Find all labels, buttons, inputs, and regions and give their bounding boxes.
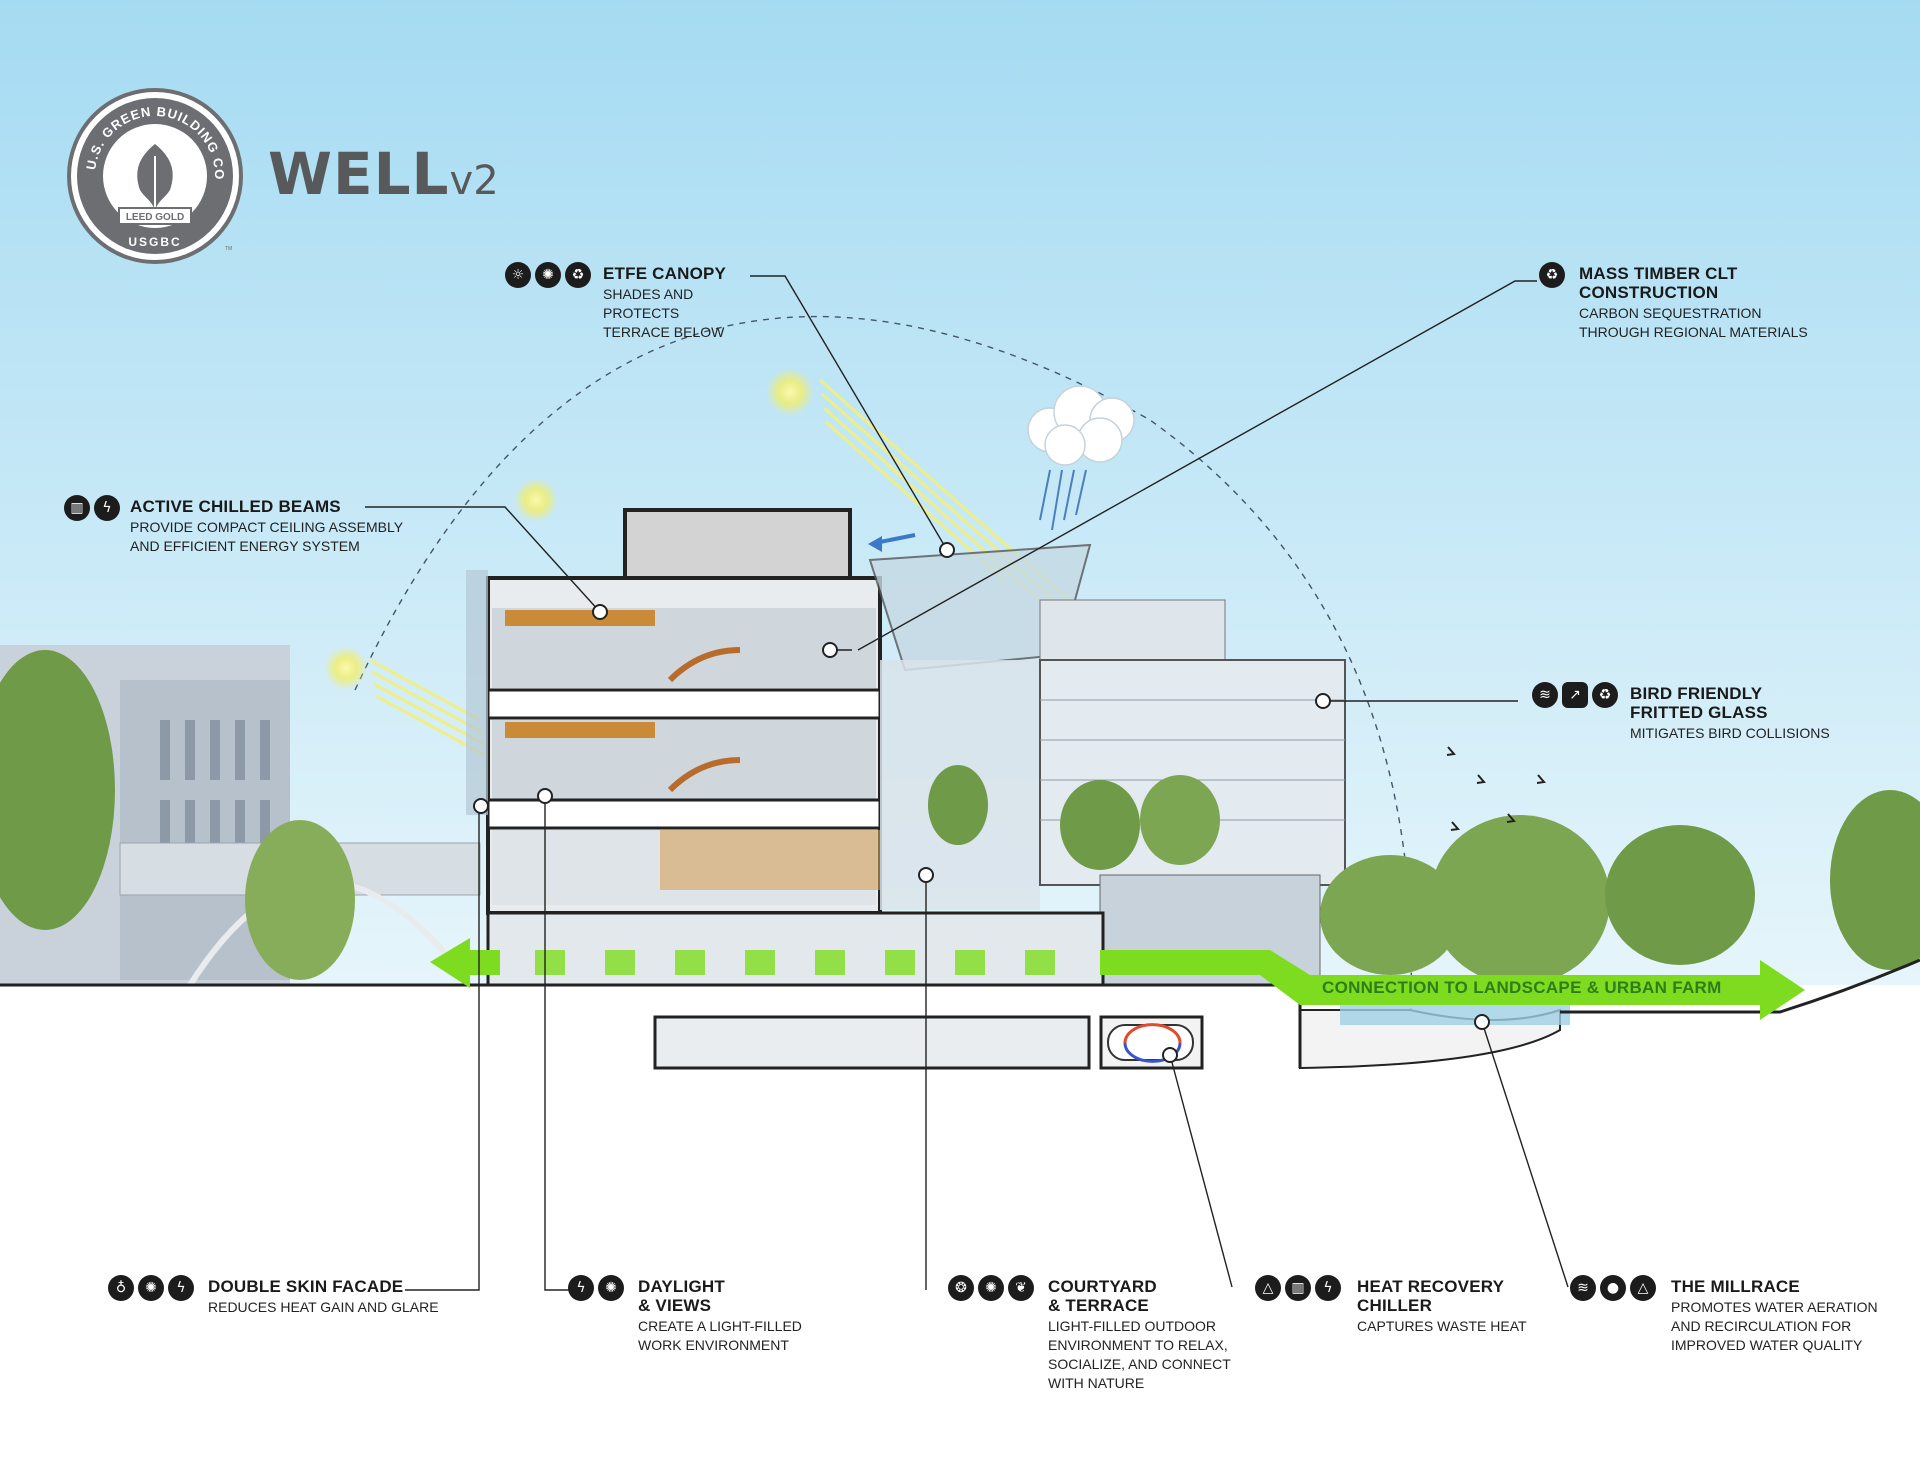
callout-desc: REDUCES HEAT GAIN AND GLARE — [208, 1299, 439, 1315]
callout-title: ETFE CANOPY — [603, 264, 727, 283]
leader-dots — [473, 542, 1490, 1063]
drop-icon: ● — [1600, 1275, 1626, 1301]
callout-desc: CAPTURES WASTE HEAT — [1357, 1318, 1527, 1334]
seal-bottom: USGBC — [128, 235, 181, 249]
recycle-icon: ♻ — [565, 262, 591, 288]
callout-etfe-canopy: ☼ ✺ ♻ ETFE CANOPY SHADES AND PROTECTS TE… — [505, 262, 765, 342]
triangle-icon: △ — [1255, 1275, 1281, 1301]
external-icon: ↗ — [1562, 682, 1588, 708]
community-icon: ❂ — [948, 1275, 974, 1301]
thermometer-icon: ▥ — [1285, 1275, 1311, 1301]
recycle-icon: ♻ — [1539, 262, 1565, 288]
water-icon: ≋ — [1570, 1275, 1596, 1301]
callout-desc: MITIGATES BIRD COLLISIONS — [1630, 725, 1830, 741]
energy-icon: ϟ — [1315, 1275, 1341, 1301]
trees-right — [1320, 790, 1920, 985]
main-building — [466, 508, 1346, 987]
callout-title: THE MILLRACE — [1671, 1277, 1800, 1296]
cloud — [1027, 385, 1135, 466]
callout-the-millrace: ≋ ● △ THE MILLRACE PROMOTES WATER AERATI… — [1570, 1275, 1910, 1355]
seal-ribbon: LEED GOLD — [126, 212, 184, 223]
triangle-icon: △ — [1630, 1275, 1656, 1301]
birds — [1446, 746, 1546, 831]
callout-heat-recovery-chiller: △ ▥ ϟ HEAT RECOVERY CHILLER CAPTURES WAS… — [1255, 1275, 1545, 1336]
callout-desc: PROVIDE COMPACT CEILING ASSEMBLY AND EFF… — [130, 519, 404, 554]
callout-title: MASS TIMBER CLT CONSTRUCTION — [1579, 264, 1738, 302]
millrace-water — [1340, 1003, 1570, 1025]
energy-icon: ϟ — [94, 495, 120, 521]
well-logo-main: WELL — [268, 140, 450, 208]
well-logo-version: v2 — [449, 158, 499, 204]
nature-icon: ❦ — [1008, 1275, 1034, 1301]
thermometer-icon: ▥ — [64, 495, 90, 521]
landscape-connection-arrow — [430, 938, 1805, 1020]
lightbulb-icon: ♁ — [108, 1275, 134, 1301]
callout-title: DAYLIGHT & VIEWS — [638, 1277, 725, 1315]
energy-icon: ϟ — [168, 1275, 194, 1301]
callout-title: HEAT RECOVERY CHILLER — [1357, 1277, 1505, 1315]
water-icon: ≋ — [1532, 682, 1558, 708]
sun-icon: ✺ — [535, 262, 561, 288]
sun-path-arc — [354, 315, 1413, 1021]
callout-courtyard-terrace: ❂ ✺ ❦ COURTYARD & TERRACE LIGHT-FILLED O… — [948, 1275, 1248, 1393]
callout-desc: SHADES AND PROTECTS TERRACE BELOW — [603, 286, 725, 340]
recycle-icon: ♻ — [1592, 682, 1618, 708]
daylight-icon: ☼ — [505, 262, 531, 288]
callout-daylight-views: ϟ ✺ DAYLIGHT & VIEWS CREATE A LIGHT-FILL… — [568, 1275, 828, 1355]
callout-title: BIRD FRIENDLY FRITTED GLASS — [1630, 684, 1768, 722]
sun-icon: ✺ — [138, 1275, 164, 1301]
trees-left — [0, 650, 355, 980]
callout-title: ACTIVE CHILLED BEAMS — [130, 497, 341, 516]
callout-desc: CREATE A LIGHT-FILLED WORK ENVIRONMENT — [638, 1318, 802, 1353]
callout-title: COURTYARD & TERRACE — [1048, 1277, 1157, 1315]
callout-desc: PROMOTES WATER AERATION AND RECIRCULATIO… — [1671, 1299, 1878, 1353]
energy-icon: ϟ — [568, 1275, 594, 1301]
callout-active-chilled-beams: ▥ ϟ ACTIVE CHILLED BEAMS PROVIDE COMPACT… — [64, 495, 424, 556]
callout-desc: CARBON SEQUESTRATION THROUGH REGIONAL MA… — [1579, 305, 1808, 340]
callout-desc: LIGHT-FILLED OUTDOOR ENVIRONMENT TO RELA… — [1048, 1318, 1231, 1391]
landscape-connection-label: CONNECTION TO LANDSCAPE & URBAN FARM — [1322, 978, 1722, 997]
callout-title: DOUBLE SKIN FACADE — [208, 1277, 404, 1296]
sun-noon — [766, 368, 814, 416]
callout-mass-timber-clt: ♻ MASS TIMBER CLT CONSTRUCTION CARBON SE… — [1539, 262, 1839, 342]
well-v2-logo: WELLv2 — [268, 140, 499, 208]
leed-gold-seal: U.S. GREEN BUILDING COUNCIL LEED GOLD US… — [65, 86, 243, 264]
rain — [1039, 469, 1087, 531]
basement-lab — [653, 1015, 1091, 1070]
sun-midmorning — [514, 478, 558, 522]
callout-double-skin-facade: ♁ ✺ ϟ DOUBLE SKIN FACADE REDUCES HEAT GA… — [108, 1275, 468, 1317]
seal-trademark: TM — [225, 246, 232, 252]
sun-icon: ✺ — [598, 1275, 624, 1301]
callout-bird-friendly-glass: ≋ ↗ ♻ BIRD FRIENDLY FRITTED GLASS MITIGA… — [1532, 682, 1862, 743]
sun-icon: ✺ — [978, 1275, 1004, 1301]
sun-morning — [324, 646, 368, 690]
leader-lines — [365, 275, 1569, 1291]
